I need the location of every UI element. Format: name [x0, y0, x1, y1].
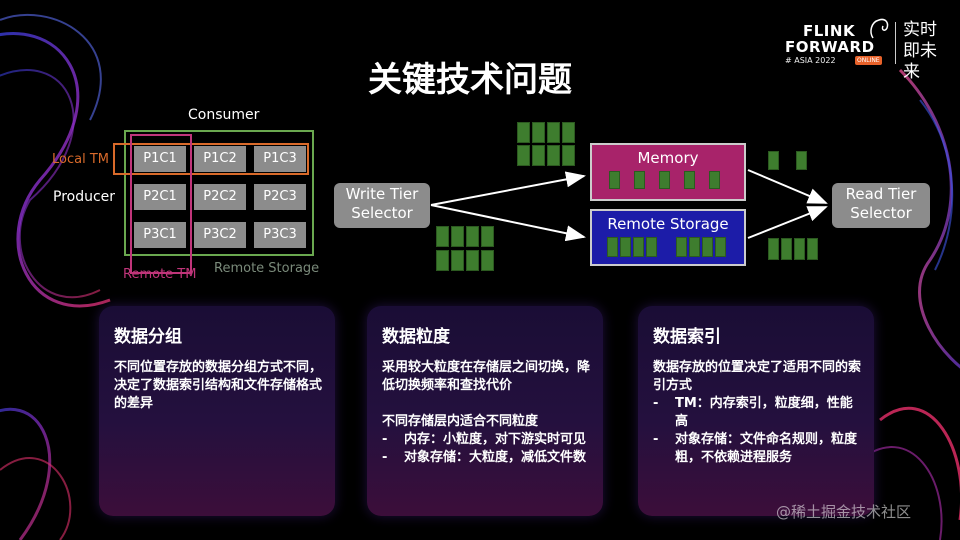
data-block [796, 151, 807, 170]
data-block [451, 226, 464, 247]
bullet-text: 内存：小粒度，对下游实时可见 [404, 432, 587, 447]
data-block [807, 238, 818, 260]
card-data-index: 数据索引 数据存放的位置决定了适用不同的索引方式 - TM：内存索引，粒度细，性… [638, 306, 874, 516]
data-block [451, 250, 464, 271]
bullet-text: TM：内存索引，粒度细，性能高 [675, 396, 853, 429]
remote-tm-label: Remote TM [123, 267, 197, 282]
card-bullet: - 内存：小粒度，对下游实时可见 [382, 431, 592, 449]
card-paragraph: 不同存储层内适合不同粒度 [382, 414, 539, 429]
bullet-dash: - [653, 432, 659, 447]
data-block [607, 237, 618, 257]
bullet-text: 对象存储：文件命名规则，粒度粗，不依赖进程服务 [675, 432, 858, 465]
grid-cell: P1C1 [134, 146, 186, 172]
data-block [517, 122, 530, 143]
data-block [562, 145, 575, 166]
flink-forward-logo: FLINK FORWARD # ASIA 2022 ONLINE 实时即未来 [785, 12, 945, 82]
card-paragraph: 数据存放的位置决定了适用不同的索引方式 [653, 360, 862, 393]
bullet-dash: - [653, 396, 659, 411]
data-block [562, 122, 575, 143]
data-block [634, 171, 645, 189]
logo-slogan: 实时即未来 [903, 20, 937, 82]
bullet-text: 对象存储：大粒度，减低文件数 [404, 450, 587, 465]
data-block [768, 151, 779, 170]
data-block [481, 226, 494, 247]
data-block [702, 237, 713, 257]
data-block [609, 171, 620, 189]
data-block [466, 250, 479, 271]
data-block [547, 122, 560, 143]
data-block [676, 237, 687, 257]
grid-cell: P3C2 [194, 222, 246, 248]
grid-cell: P2C2 [194, 184, 246, 210]
bullet-dash: - [382, 432, 388, 447]
card-paragraph: 不同位置存放的数据分组方式不同，决定了数据索引结构和文件存储格式的差异 [114, 360, 323, 411]
card-data-granularity: 数据粒度 采用较大粒度在存储层之间切换，降低切换频率和查找代价 不同存储层内适合… [367, 306, 603, 516]
grid-cell: P2C3 [254, 184, 306, 210]
card-bullet: - 对象存储：文件命名规则，粒度粗，不依赖进程服务 [653, 431, 863, 467]
card-title: 数据分组 [114, 327, 182, 347]
local-tm-label: Local TM [52, 152, 109, 167]
data-block [532, 145, 545, 166]
remote-storage-frame [124, 130, 314, 256]
memory-label: Memory [637, 149, 699, 167]
local-tm-frame [113, 143, 309, 175]
data-block [646, 237, 657, 257]
remote-storage-label: Remote Storage [607, 215, 729, 233]
remote-storage-grid-label: Remote Storage [214, 261, 320, 276]
card-body: 不同位置存放的数据分组方式不同，决定了数据索引结构和文件存储格式的差异 [114, 359, 324, 431]
read-tier-selector: Read Tier Selector [832, 183, 930, 228]
consumer-label: Consumer [188, 107, 260, 123]
remote-tm-frame [130, 134, 192, 274]
logo-flink: FLINK [803, 22, 856, 40]
data-block [436, 250, 449, 271]
grid-cell: P1C3 [254, 146, 306, 172]
data-block [633, 237, 644, 257]
data-block [620, 237, 631, 257]
data-block [466, 226, 479, 247]
data-block [715, 237, 726, 257]
data-block [689, 237, 700, 257]
data-block [684, 171, 695, 189]
data-block [436, 226, 449, 247]
watermark: @稀土掘金技术社区 [776, 503, 912, 521]
write-tier-selector: Write Tier Selector [334, 183, 430, 228]
data-block [794, 238, 805, 260]
card-body: 采用较大粒度在存储层之间切换，降低切换频率和查找代价 不同存储层内适合不同粒度 … [382, 359, 592, 467]
card-title: 数据索引 [653, 327, 721, 347]
logo-forward: FORWARD [785, 38, 875, 56]
data-block [547, 145, 560, 166]
data-block [659, 171, 670, 189]
producer-label: Producer [53, 189, 116, 205]
data-block [781, 238, 792, 260]
data-block [709, 171, 720, 189]
logo-online-badge: ONLINE [855, 56, 882, 65]
grid-cell: P2C1 [134, 184, 186, 210]
bullet-dash: - [382, 450, 388, 465]
data-block [768, 238, 779, 260]
card-data-grouping: 数据分组 不同位置存放的数据分组方式不同，决定了数据索引结构和文件存储格式的差异 [99, 306, 335, 516]
data-block [481, 250, 494, 271]
card-bullet: - 对象存储：大粒度，减低文件数 [382, 449, 592, 467]
data-block [517, 145, 530, 166]
card-title: 数据粒度 [382, 327, 450, 347]
card-paragraph: 采用较大粒度在存储层之间切换，降低切换频率和查找代价 [382, 360, 591, 393]
logo-asia: # ASIA 2022 [785, 56, 836, 65]
card-body: 数据存放的位置决定了适用不同的索引方式 - TM：内存索引，粒度细，性能高 - … [653, 359, 863, 467]
data-block [532, 122, 545, 143]
grid-cell: P1C2 [194, 146, 246, 172]
slide-title: 关键技术问题 [368, 60, 572, 100]
grid-cell: P3C1 [134, 222, 186, 248]
card-bullet: - TM：内存索引，粒度细，性能高 [653, 395, 863, 431]
logo-divider [895, 22, 896, 64]
grid-cell: P3C3 [254, 222, 306, 248]
squirrel-icon [870, 18, 889, 39]
